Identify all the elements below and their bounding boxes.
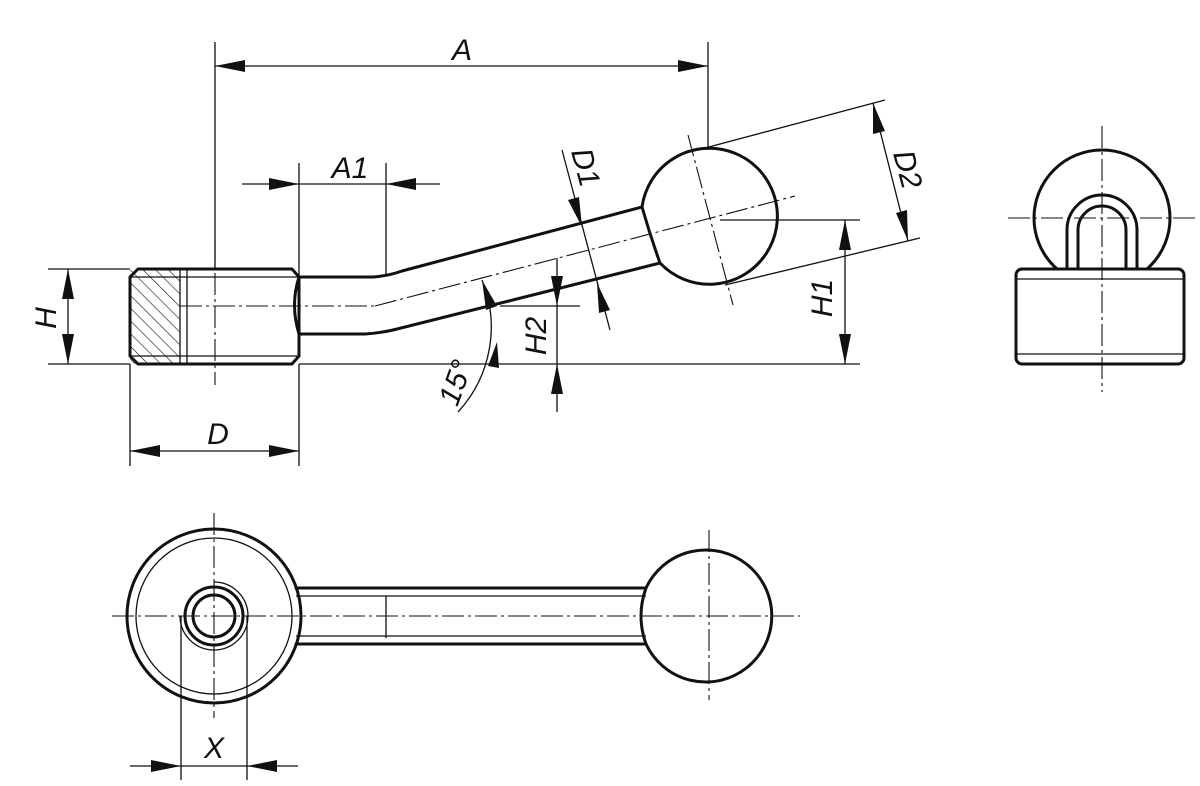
arrowhead (482, 280, 497, 310)
ball-knob (640, 146, 779, 286)
hub-end-outline (1014, 267, 1186, 366)
arrowhead (551, 364, 563, 394)
arrowhead (62, 334, 74, 364)
dimension-label-h1: H1 (806, 279, 839, 317)
side-view: A A1 H D H1 H2 D1 D2 (30, 34, 928, 466)
ball-top-outline (639, 548, 774, 684)
ball-vertical-centerline (687, 134, 734, 306)
shaft-lower-edge (297, 261, 662, 336)
dimension-label-x: X (203, 732, 225, 765)
dimension-label-h: H (30, 307, 63, 329)
arrowhead (247, 760, 277, 772)
dimension-label-a: A (450, 34, 472, 67)
arrowhead (62, 269, 74, 299)
shaft-inclined-centerline (374, 195, 796, 307)
arrowhead (386, 178, 416, 190)
dimension-label-a1: A1 (330, 152, 369, 185)
arrowhead (678, 60, 708, 72)
arrowhead (269, 178, 299, 190)
hub-hatched-section (130, 270, 180, 364)
dimension-label-d: D (207, 418, 229, 451)
extension-line-d2-bottom (724, 237, 921, 286)
arrowhead (839, 220, 851, 250)
thread-arc (179, 581, 249, 651)
dimension-label-d2: D2 (886, 147, 928, 193)
arrowhead (568, 197, 582, 227)
hub-outline (128, 267, 301, 366)
arrowhead (597, 283, 610, 313)
top-view: X (112, 513, 800, 780)
arrowhead (130, 445, 160, 457)
arrowhead (269, 445, 299, 457)
extension-line-d2-top (689, 99, 886, 153)
arrowhead (551, 276, 563, 306)
arrowhead (215, 60, 245, 72)
arrowhead (896, 210, 908, 241)
shaft-upper-edge (297, 205, 644, 279)
end-view (1008, 126, 1196, 392)
arrowhead (873, 103, 885, 134)
dimension-label-h2: H2 (520, 317, 553, 356)
arrowhead (488, 342, 499, 368)
arrowhead (839, 334, 851, 364)
shaft-waist (293, 275, 301, 336)
arrowhead (151, 760, 181, 772)
